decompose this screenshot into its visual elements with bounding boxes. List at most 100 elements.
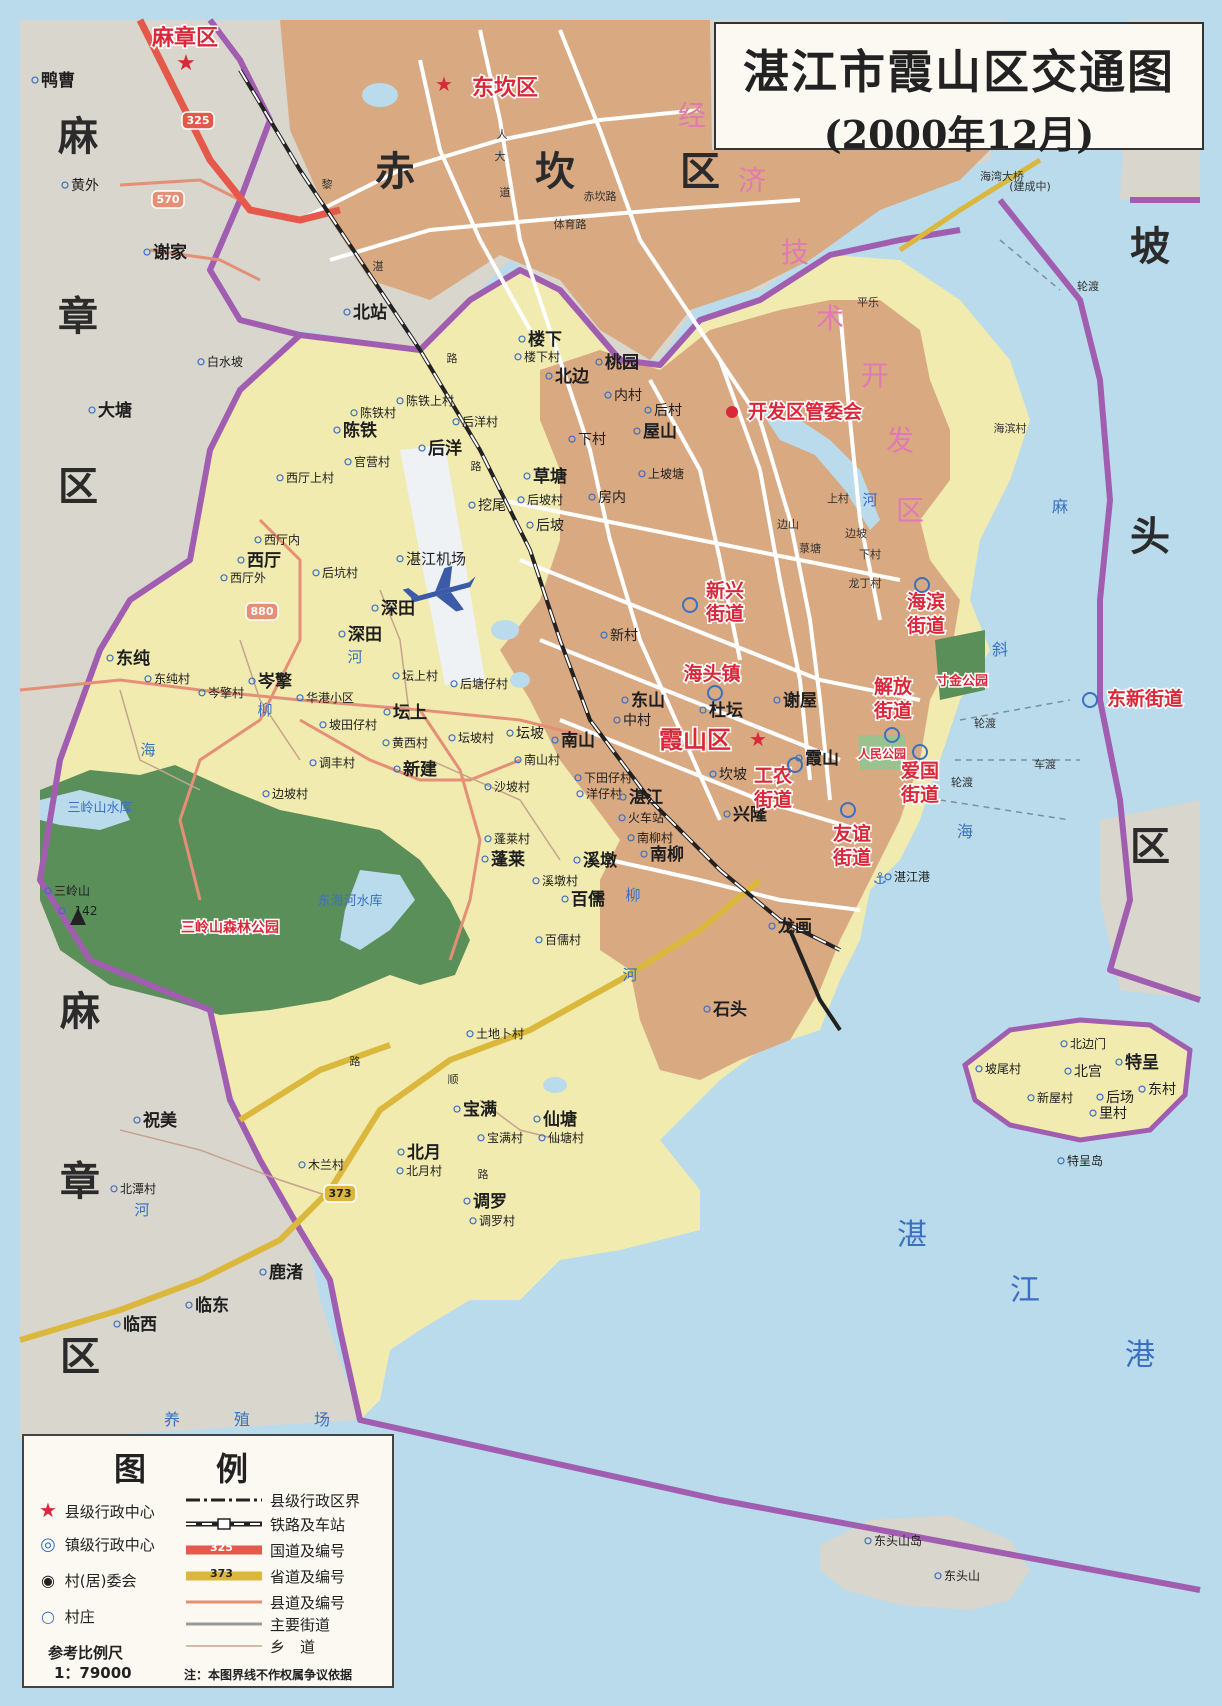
water-label: 河 bbox=[622, 966, 637, 984]
village-dot-icon bbox=[523, 472, 531, 480]
village-dot-icon bbox=[350, 409, 358, 417]
road-shield-number: 325 bbox=[187, 114, 210, 127]
village-dot-icon bbox=[561, 895, 569, 903]
village-dot-icon bbox=[768, 922, 776, 930]
road-name: 边山 bbox=[777, 518, 799, 531]
admin-label: 三岭山森林公园 bbox=[181, 919, 279, 936]
village-dot-icon bbox=[526, 521, 534, 529]
district-name: 区 bbox=[680, 148, 720, 195]
district-name: 章 bbox=[58, 293, 98, 340]
village-dot-icon bbox=[975, 1065, 983, 1073]
village-dot-icon bbox=[383, 708, 391, 716]
place-label: 南柳村 bbox=[637, 830, 673, 845]
village-dot-icon bbox=[468, 501, 476, 509]
national-road bbox=[136, 18, 341, 224]
dot-circle-icon: ◉ bbox=[41, 1571, 55, 1590]
road-shield bbox=[323, 1184, 357, 1203]
village-dot-icon bbox=[600, 631, 608, 639]
village-dot-icon bbox=[197, 358, 205, 366]
village-dot-icon bbox=[220, 574, 228, 582]
village-dot-icon bbox=[934, 1572, 942, 1580]
place-label: 北潭村 bbox=[120, 1182, 156, 1196]
techeng-island bbox=[962, 1017, 1193, 1143]
road-name: 顺 bbox=[448, 1073, 459, 1086]
road-name: 大 bbox=[495, 149, 506, 163]
place-label: 溪墩村 bbox=[542, 874, 578, 888]
water-label: 养 bbox=[164, 1410, 180, 1429]
place-label: 南山 bbox=[561, 730, 595, 751]
admin-label: 人民公园 bbox=[858, 746, 906, 761]
place-label: 坡尾村 bbox=[985, 1062, 1021, 1076]
zone-name: 技 bbox=[781, 236, 809, 269]
pond bbox=[491, 620, 519, 640]
village-dot-icon bbox=[143, 248, 151, 256]
place-label: 火车站 bbox=[628, 810, 664, 825]
forest-park bbox=[40, 765, 470, 1015]
place-label: 临东 bbox=[195, 1295, 229, 1316]
village-dot-icon bbox=[382, 739, 390, 747]
place-label: 陈铁 bbox=[343, 420, 377, 441]
place-label: 仙塘 bbox=[543, 1109, 577, 1130]
place-label: 草塘 bbox=[533, 466, 567, 487]
map-title-box: 湛江市霞山区交通图 (2000年12月) bbox=[714, 22, 1204, 157]
airplane-icon bbox=[402, 566, 476, 612]
village-dot-icon bbox=[514, 353, 522, 361]
village-dot-icon bbox=[604, 391, 612, 399]
village-dot-icon bbox=[276, 474, 284, 482]
admin-center-icon bbox=[707, 685, 723, 701]
place-label: 坡田仔村 bbox=[329, 718, 377, 732]
map-subtitle: (2000年12月) bbox=[823, 112, 1095, 157]
place-label: 东山 bbox=[631, 690, 665, 711]
village-dot-icon bbox=[1096, 1093, 1104, 1101]
place-label: 湛江 bbox=[629, 787, 663, 808]
place-label: 岑擎 bbox=[258, 671, 293, 692]
legend-item-village-committee: ◉ 村(居)委会 bbox=[36, 1570, 136, 1591]
place-label: 后洋 bbox=[428, 438, 462, 459]
district-name: 麻 bbox=[60, 988, 100, 1035]
district-name: 区 bbox=[58, 463, 98, 510]
village-dot-icon bbox=[640, 850, 648, 858]
place-label: 南山村 bbox=[524, 752, 560, 767]
legend-code: 325 bbox=[210, 1541, 233, 1554]
place-label: 屋山 bbox=[643, 422, 677, 442]
village-dot-icon bbox=[466, 1030, 474, 1038]
village-dot-icon bbox=[514, 756, 522, 764]
admin-label: 街道 bbox=[906, 614, 945, 637]
zone-name: 开 bbox=[861, 359, 889, 392]
place-label: 后坑村 bbox=[322, 565, 358, 580]
admin-label: 开发区管委会 bbox=[748, 400, 862, 423]
admin-label: 街道 bbox=[705, 602, 744, 625]
place-label: 北月 bbox=[407, 1143, 441, 1163]
village-dot-icon bbox=[237, 556, 245, 564]
admin-label: 街道 bbox=[832, 846, 871, 869]
water-label: 殖 bbox=[234, 1410, 250, 1429]
place-label: 下田仔村 bbox=[584, 771, 632, 785]
place-label: 调罗村 bbox=[479, 1214, 515, 1228]
village-dot-icon bbox=[506, 729, 514, 737]
pond bbox=[362, 83, 398, 107]
water-label: 三岭山水库 bbox=[67, 800, 132, 816]
village-dot-icon bbox=[551, 736, 559, 744]
road-name: (建成中) bbox=[1009, 179, 1051, 193]
place-label: 东村 bbox=[1148, 1082, 1176, 1098]
legend-label: 县道及编号 bbox=[270, 1594, 346, 1612]
water-label: 柳 bbox=[625, 886, 640, 904]
place-label: 后村 bbox=[654, 403, 682, 419]
scale-label: 参考比例尺 bbox=[48, 1644, 124, 1662]
main-streets bbox=[299, 29, 921, 912]
water-label: 河 bbox=[347, 648, 362, 666]
water-label: 麻 bbox=[1052, 497, 1068, 516]
road-shield-number: 373 bbox=[329, 1187, 352, 1200]
place-label: 木兰村 bbox=[308, 1158, 344, 1172]
legend-label: 国道及编号 bbox=[270, 1542, 346, 1560]
road-name: 人 bbox=[497, 128, 508, 141]
village-dot-icon bbox=[1115, 1058, 1123, 1066]
mazhang-land bbox=[20, 20, 460, 1440]
place-label: 西厅外 bbox=[230, 571, 266, 585]
road-name: 上村 bbox=[827, 491, 849, 505]
place-label: 三岭山 bbox=[54, 884, 90, 898]
place-label: 后洋村 bbox=[462, 414, 498, 429]
road-name: 道 bbox=[500, 185, 511, 199]
